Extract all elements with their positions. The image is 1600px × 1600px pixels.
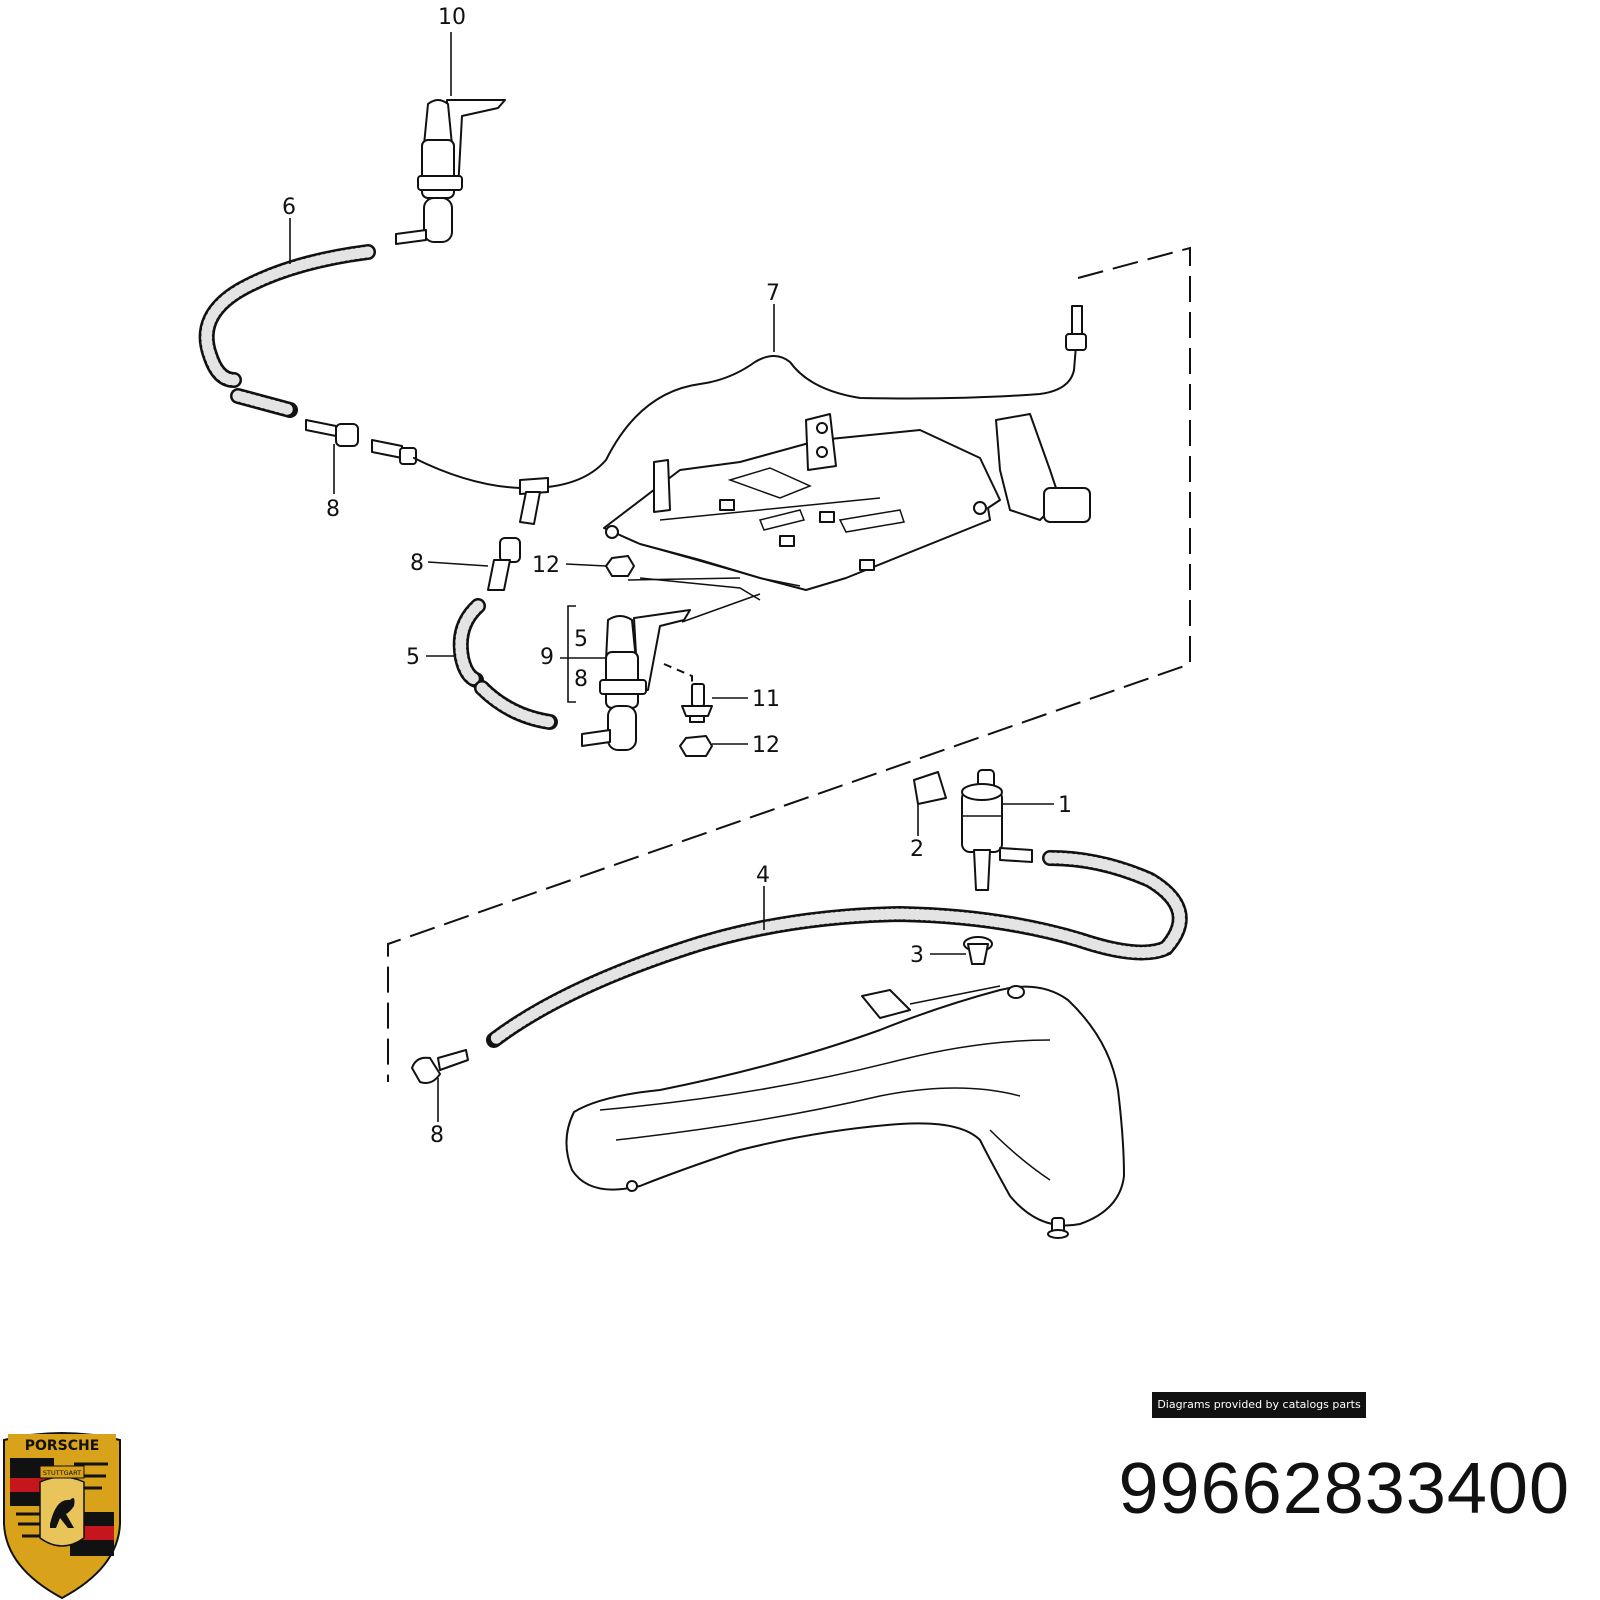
callout-7: 7 (766, 281, 780, 306)
screw-11-guide (663, 663, 693, 690)
part-number: 99662833400 (1118, 1449, 1570, 1529)
callout-6: 6 (282, 195, 296, 220)
connector-8-middle (487, 537, 521, 591)
connector-8-lower (411, 1049, 469, 1084)
leader-lines (289, 32, 1054, 1122)
callout-4: 4 (756, 863, 770, 888)
washer-hose-6 (198, 244, 376, 418)
porsche-crest-logo: PORSCHE STUTTGART (3, 1432, 121, 1600)
callout-8: 8 (574, 667, 588, 692)
diagram-credit-banner: Diagrams provided by catalogs parts (1152, 1392, 1366, 1418)
callout-8: 8 (326, 497, 340, 522)
callout-5: 5 (406, 645, 420, 670)
nut-12-upper (605, 555, 635, 577)
callout-8: 8 (430, 1123, 444, 1148)
assembly-group-outline (387, 246, 1191, 1082)
washer-hose-4 (486, 850, 1188, 1048)
callout-3: 3 (910, 943, 924, 968)
t-piece (519, 477, 549, 525)
washer-nozzle-top (395, 99, 506, 245)
nozzle-lower-guide (681, 593, 761, 623)
nut-12-upper-guide (627, 577, 741, 581)
callout-1: 1 (1058, 793, 1072, 818)
grommet-2 (913, 771, 947, 805)
carrier-bracket (603, 413, 1091, 601)
connector-8-upper (305, 419, 417, 465)
svg-text:STUTTGART: STUTTGART (43, 1469, 81, 1477)
washer-line-end-fitting (1065, 305, 1087, 351)
callout-12: 12 (532, 553, 560, 578)
washer-hose-5 (452, 598, 558, 730)
callout-10: 10 (438, 5, 466, 30)
callout-8: 8 (410, 551, 424, 576)
callout-11: 11 (752, 687, 780, 712)
washer-nozzle-lower (581, 609, 691, 751)
callout-2: 2 (910, 837, 924, 862)
callout-numbers: 10 6 7 8 8 12 5 9 5 8 11 12 1 2 4 3 8 (282, 5, 1072, 1148)
washer-pump-1 (961, 769, 1033, 891)
callout-9: 9 (540, 645, 554, 670)
screw-11 (681, 683, 713, 723)
svg-text:PORSCHE: PORSCHE (25, 1438, 100, 1454)
nut-12-lower (679, 735, 713, 757)
callout-12: 12 (752, 733, 780, 758)
plug-3 (963, 936, 993, 965)
callout-5: 5 (574, 627, 588, 652)
washer-reservoir (565, 985, 1125, 1239)
